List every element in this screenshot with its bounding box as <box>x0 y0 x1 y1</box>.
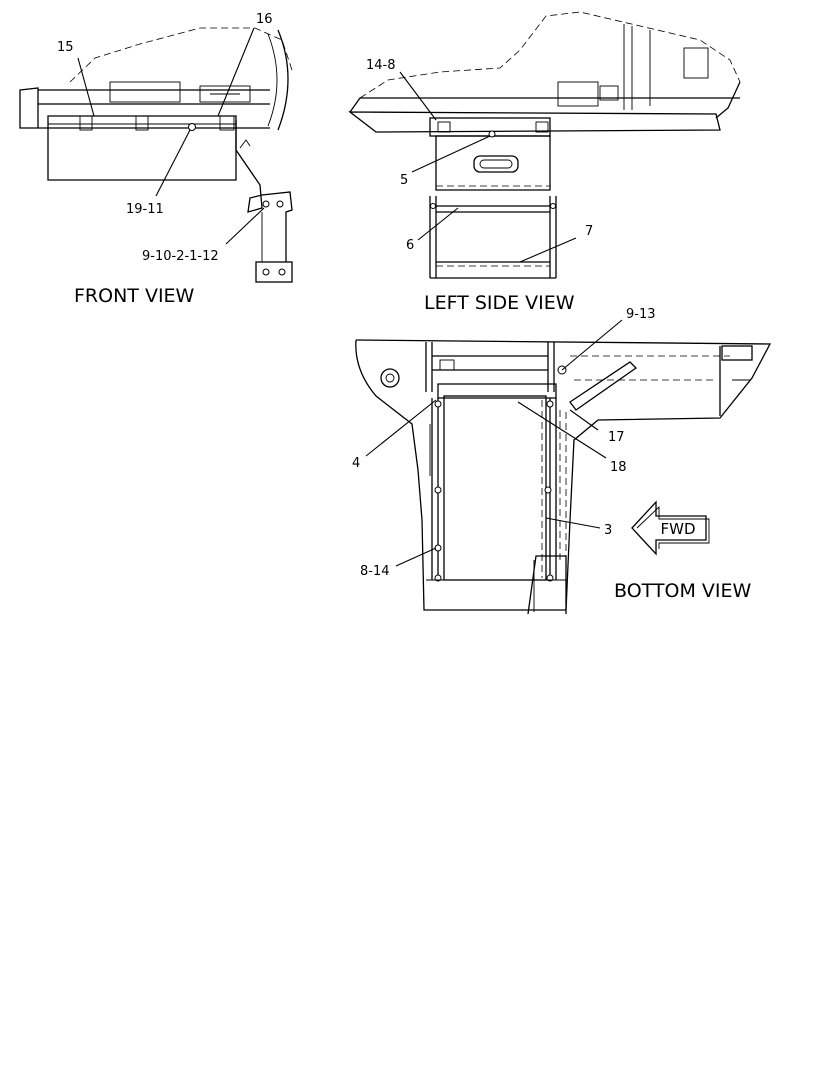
callout-3: 3 <box>604 523 612 538</box>
callout-6: 6 <box>406 238 414 253</box>
fwd-arrow-icon: FWD <box>631 500 710 556</box>
front-view-drawing <box>19 27 293 283</box>
left-side-view-title: LEFT SIDE VIEW <box>424 292 575 314</box>
callout-9-10-2-1-12: 9-10-2-1-12 <box>142 249 219 264</box>
callout-14-8: 14-8 <box>366 58 396 73</box>
callout-8-14: 8-14 <box>360 564 390 579</box>
front-view-title: FRONT VIEW <box>74 285 195 307</box>
callout-16: 16 <box>256 12 273 27</box>
callout-15: 15 <box>57 40 74 55</box>
leader-lines <box>77 27 623 567</box>
left-side-view-drawing <box>348 11 741 279</box>
callout-9-13: 9-13 <box>626 307 656 322</box>
callout-4: 4 <box>352 456 360 471</box>
view-titles: FRONT VIEW LEFT SIDE VIEW BOTTOM VIEW <box>74 285 752 602</box>
callout-19-11: 19-11 <box>126 202 164 217</box>
callout-7: 7 <box>585 224 593 239</box>
bottom-view-drawing <box>355 339 772 615</box>
callout-18: 18 <box>610 460 627 475</box>
callout-labels: 15 16 19-11 9-10-2-1-12 14-8 5 6 7 9-13 … <box>57 12 656 579</box>
bottom-view-title: BOTTOM VIEW <box>614 580 752 602</box>
callout-5: 5 <box>400 173 408 188</box>
fwd-arrow-label: FWD <box>660 520 695 538</box>
callout-17: 17 <box>608 430 625 445</box>
